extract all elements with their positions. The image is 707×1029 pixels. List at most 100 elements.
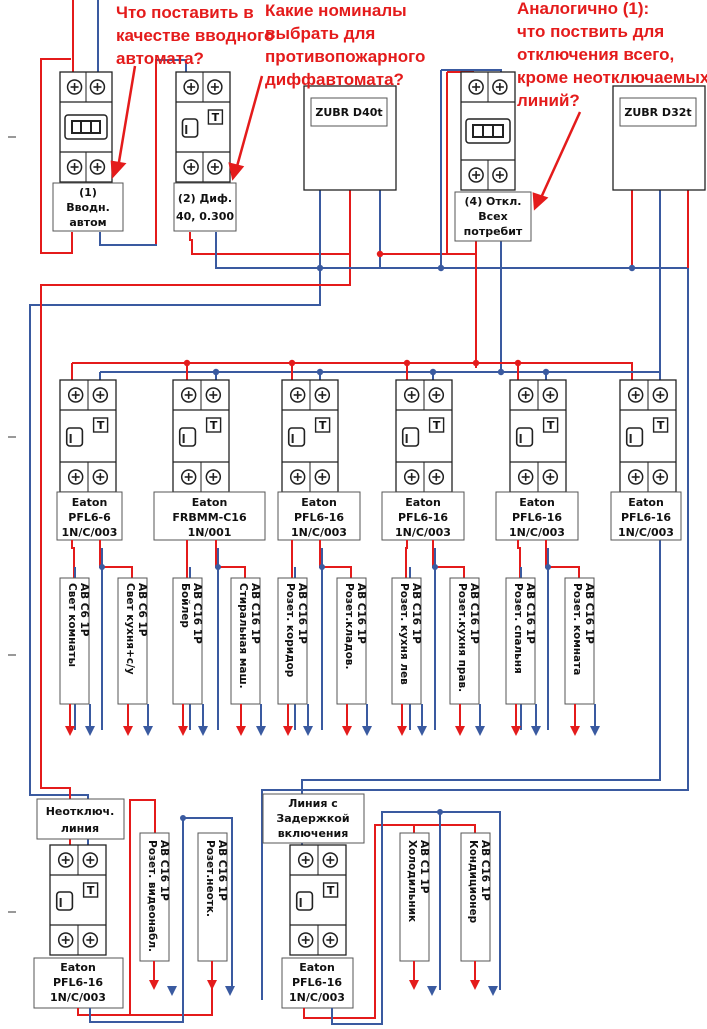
- test-button-icon[interactable]: T: [314, 417, 331, 433]
- svg-text:кроме неотключаемых: кроме неотключаемых: [517, 68, 707, 87]
- svg-text:T: T: [210, 419, 218, 432]
- rcbo-2[interactable]: T: [172, 379, 230, 493]
- circuit-name: Розет. кухня лев: [398, 583, 410, 685]
- toggle-lever-icon[interactable]: [401, 427, 420, 447]
- main-switch[interactable]: [460, 71, 516, 191]
- svg-text:качестве вводного: качестве вводного: [116, 26, 274, 45]
- delayed-title: Линия с: [288, 797, 338, 810]
- rcbo-label-line: PFL6-16: [621, 511, 671, 524]
- diff-breaker[interactable]: T: [175, 71, 231, 183]
- test-button-icon[interactable]: T: [428, 417, 445, 433]
- test-button-icon[interactable]: T: [542, 417, 559, 433]
- svg-text:включения: включения: [278, 827, 349, 840]
- toggle-lever-icon[interactable]: [465, 118, 511, 144]
- unswitchable-line-group: Неотключ. линия Eaton PFL6-16 1N/C/003: [33, 798, 125, 1009]
- junction-dot: [376, 250, 384, 258]
- svg-text:Что поставить в: Что поставить в: [116, 3, 254, 22]
- toggle-lever-icon[interactable]: [295, 891, 314, 911]
- question-diff-breaker: Какие номиналы выбрать для противопожарн…: [265, 1, 425, 89]
- toggle-lever-icon[interactable]: [515, 427, 534, 447]
- junction-dot: [212, 368, 220, 376]
- toggle-lever-icon[interactable]: [287, 427, 306, 447]
- circuit-name: Розет. видеонабл.: [146, 840, 158, 952]
- svg-text:PFL6-16: PFL6-16: [292, 976, 342, 989]
- circuit-name: Розет.неотк.: [204, 840, 216, 917]
- circuit-name: Розет.кухня прав.: [456, 583, 468, 692]
- rcbo-label-line: 1N/C/003: [395, 526, 451, 539]
- rcbo-label-line: 1N/001: [188, 526, 232, 539]
- delayed-rcbo[interactable]: T: [289, 844, 347, 956]
- toggle-lever-icon[interactable]: [65, 427, 84, 447]
- circuit-rating: АВ С16 1Р: [296, 583, 308, 644]
- toggle-lever-icon[interactable]: [55, 891, 74, 911]
- toggle-lever-icon[interactable]: [178, 427, 197, 447]
- circuit-name: Розет. коридор: [284, 583, 296, 678]
- circuit-name: Свет комнаты: [66, 583, 78, 667]
- unswitchable-rcbo[interactable]: T: [49, 844, 107, 956]
- input-breaker-label: (1) Вводн. автом: [52, 182, 124, 232]
- svg-text:отключения всего,: отключения всего,: [517, 45, 674, 64]
- circuit-name: Свет кухня+с/у: [124, 583, 136, 675]
- rcbo-1[interactable]: T: [59, 379, 117, 493]
- junction-dot: [288, 359, 296, 367]
- svg-text:выбрать для: выбрать для: [265, 24, 375, 43]
- circuit-name: Кондиционер: [467, 840, 479, 924]
- svg-text:1N/C/003: 1N/C/003: [50, 991, 106, 1004]
- junction-dot: [514, 359, 522, 367]
- svg-text:линий?: линий?: [517, 91, 580, 110]
- svg-text:(4) Откл.: (4) Откл.: [465, 195, 522, 208]
- svg-text:Eaton: Eaton: [299, 961, 335, 974]
- relay-zubr-d32t[interactable]: ZUBR D32t: [612, 85, 706, 191]
- rcbo-label-line: Eaton: [405, 496, 441, 509]
- rcbo-label-line: Eaton: [628, 496, 664, 509]
- rcbo-label-line: PFL6-16: [512, 511, 562, 524]
- svg-text:T: T: [433, 419, 441, 432]
- svg-text:(1): (1): [79, 186, 97, 199]
- circuit-rating: АВ С1 1Р: [418, 840, 430, 894]
- circuit-rating: АВ С16 1Р: [524, 583, 536, 644]
- junction-dot: [628, 264, 636, 272]
- junction-dot: [403, 359, 411, 367]
- toggle-lever-icon[interactable]: [64, 114, 108, 140]
- toggle-lever-icon[interactable]: [625, 427, 644, 447]
- junction-dot: [437, 264, 445, 272]
- wire-a: [40, 58, 73, 254]
- test-button-icon[interactable]: T: [92, 417, 109, 433]
- junction-dot: [316, 264, 324, 272]
- circuit-name: Стиральная маш.: [237, 583, 249, 689]
- question-main-switch: Аналогично (1): что поствить для отключе…: [517, 0, 707, 110]
- test-button-icon[interactable]: T: [82, 882, 99, 898]
- circuit-rating: АВ С16 1Р: [583, 583, 595, 644]
- rcbo-6[interactable]: T: [619, 379, 677, 493]
- rcbo-row: TEatonPFL6-61N/C/003TEatonFRBMM-C161N/00…: [56, 379, 682, 541]
- rcbo-3[interactable]: T: [281, 379, 339, 493]
- toggle-lever-icon[interactable]: [181, 118, 199, 138]
- test-button-icon[interactable]: T: [207, 109, 224, 125]
- rcbo-5[interactable]: T: [509, 379, 567, 493]
- rcbo-4[interactable]: T: [395, 379, 453, 493]
- svg-text:T: T: [547, 419, 555, 432]
- test-button-icon[interactable]: T: [652, 417, 669, 433]
- input-breaker[interactable]: [59, 71, 113, 183]
- test-button-icon[interactable]: T: [322, 882, 339, 898]
- relay-zubr-d40t[interactable]: ZUBR D40t: [303, 85, 397, 191]
- circuit-rating: АВ С16 1Р: [249, 583, 261, 644]
- test-button-icon[interactable]: T: [205, 417, 222, 433]
